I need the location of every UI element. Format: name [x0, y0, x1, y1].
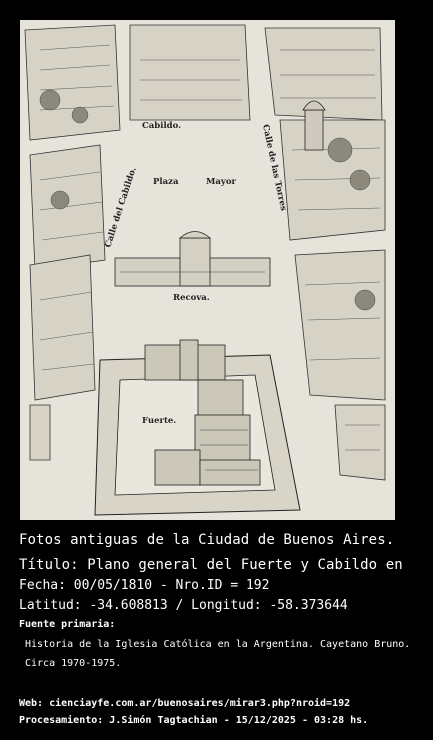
caption-web: Web: cienciayfe.com.ar/buenosaires/mirar… [19, 698, 351, 709]
map-drawing: Cabildo. Plaza Mayor Calle del Cabildo. … [20, 20, 395, 520]
caption-source-label: Fuente primaria: [19, 619, 116, 630]
block-mid-left [29, 144, 106, 271]
caption-source-line1: Historia de la Iglesia Católica en la Ar… [25, 639, 411, 650]
caption-processing: Procesamiento: J.Simón Tagtachian - 15/1… [19, 715, 369, 726]
label-mayor: Mayor [206, 177, 237, 187]
fort-buildings [144, 339, 261, 486]
block-bottom-left [29, 404, 51, 461]
block-bottom-right [334, 404, 386, 481]
label-plaza: Plaza [153, 177, 179, 187]
block-top-left [24, 24, 121, 141]
caption-source-line2: Circa 1970-1975. [25, 658, 122, 669]
block-cabildo [129, 24, 251, 121]
caption-title: Título: Plano general del Fuerte y Cabil… [19, 557, 403, 573]
block-top-right [264, 27, 383, 121]
block-lower-left [29, 254, 96, 401]
label-recova: Recova. [173, 293, 210, 303]
label-fuerte: Fuerte. [142, 416, 176, 426]
label-cabildo: Cabildo. [142, 121, 181, 131]
caption-date-id: Fecha: 00/05/1810 - Nro.ID = 192 [19, 578, 270, 593]
caption-heading: Fotos antiguas de la Ciudad de Buenos Ai… [19, 532, 395, 548]
historic-map-photo: Cabildo. Plaza Mayor Calle del Cabildo. … [20, 20, 395, 520]
caption-coords: Latitud: -34.608813 / Longitud: -58.3736… [19, 598, 348, 613]
block-lower-right [294, 249, 386, 401]
